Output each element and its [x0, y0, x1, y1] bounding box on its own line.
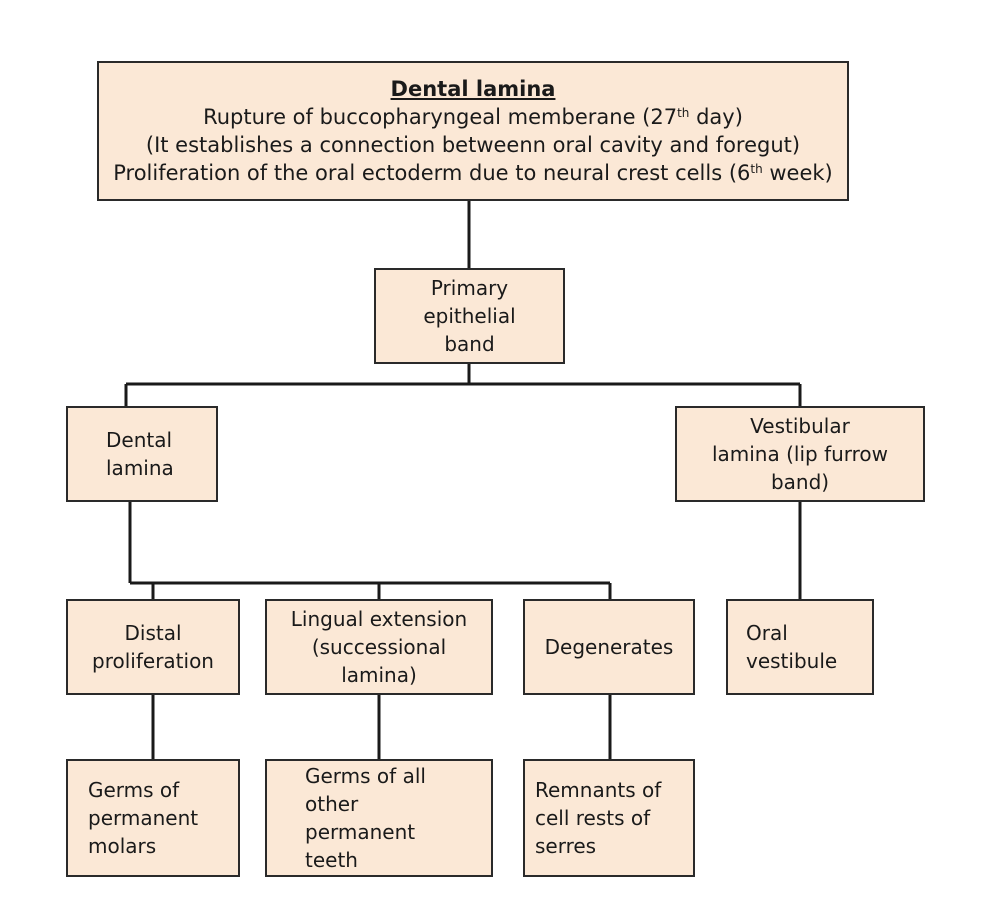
degenerates-box: Degenerates [523, 599, 695, 695]
root-box: Dental lamina Rupture of buccopharyngeal… [97, 61, 849, 201]
root-title: Dental lamina [390, 77, 556, 101]
root-line-3: Proliferation of the oral ectoderm due t… [113, 161, 833, 185]
root-line-2: (It establishes a connection betweenn or… [145, 133, 801, 157]
germs-other-permanent-teeth-box: Germs of all other permanent teeth [265, 759, 493, 877]
remnants-cell-rests-box: Remnants of cell rests of serres [523, 759, 695, 877]
distal-proliferation-box: Distal proliferation [66, 599, 240, 695]
germs-permanent-molars-box: Germs of permanent molars [66, 759, 240, 877]
vestibular-lamina-box: Vestibular lamina (lip furrow band) [675, 406, 925, 502]
primary-epithelial-band-box: Primary epithelial band [374, 268, 565, 364]
oral-vestibule-box: Oral vestibule [726, 599, 874, 695]
dental-lamina-box: Dental lamina [66, 406, 218, 502]
root-line-1: Rupture of buccopharyngeal memberane (27… [203, 105, 743, 129]
lingual-extension-box: Lingual extension (successional lamina) [265, 599, 493, 695]
